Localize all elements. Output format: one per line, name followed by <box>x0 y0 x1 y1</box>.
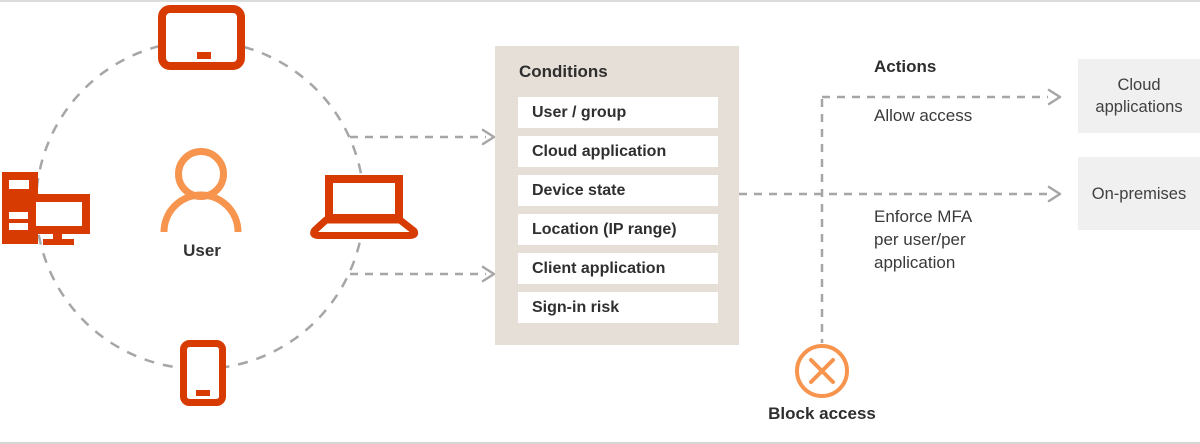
enforce-mfa-line: per user/per <box>874 230 966 249</box>
on-premises-box: On-premises <box>1078 157 1200 230</box>
arrowhead-icon <box>1047 185 1062 203</box>
condition-row-client-application: Client application <box>518 253 718 284</box>
enforce-mfa-line: Enforce MFA <box>874 207 973 226</box>
laptop-icon <box>310 175 419 239</box>
user-icon <box>160 148 242 233</box>
block-access-label: Block access <box>768 404 876 423</box>
arrowhead-icon <box>481 265 496 283</box>
block-access-icon <box>795 344 849 398</box>
user-label: User <box>183 241 221 260</box>
tablet-icon <box>158 5 245 70</box>
desktop-icon <box>2 172 90 245</box>
condition-row-sign-in-risk: Sign-in risk <box>518 292 718 323</box>
condition-row-cloud-application: Cloud application <box>518 136 718 167</box>
condition-row-user-group: User / group <box>518 97 718 128</box>
enforce-mfa-line: application <box>874 253 956 272</box>
condition-row-device-state: Device state <box>518 175 718 206</box>
cloud-applications-box: Cloud applications <box>1078 59 1200 133</box>
conditions-panel: Conditions User / group Cloud applicatio… <box>495 46 739 345</box>
arrowhead-icon <box>481 128 496 146</box>
arrowhead-icon <box>1047 88 1062 106</box>
condition-row-location: Location (IP range) <box>518 214 718 245</box>
phone-icon <box>180 340 226 406</box>
actions-title: Actions <box>874 57 937 76</box>
allow-access-label: Allow access <box>874 106 973 125</box>
enforce-mfa-label: Enforce MFA per user/per application <box>874 205 972 274</box>
conditions-title: Conditions <box>519 62 608 81</box>
